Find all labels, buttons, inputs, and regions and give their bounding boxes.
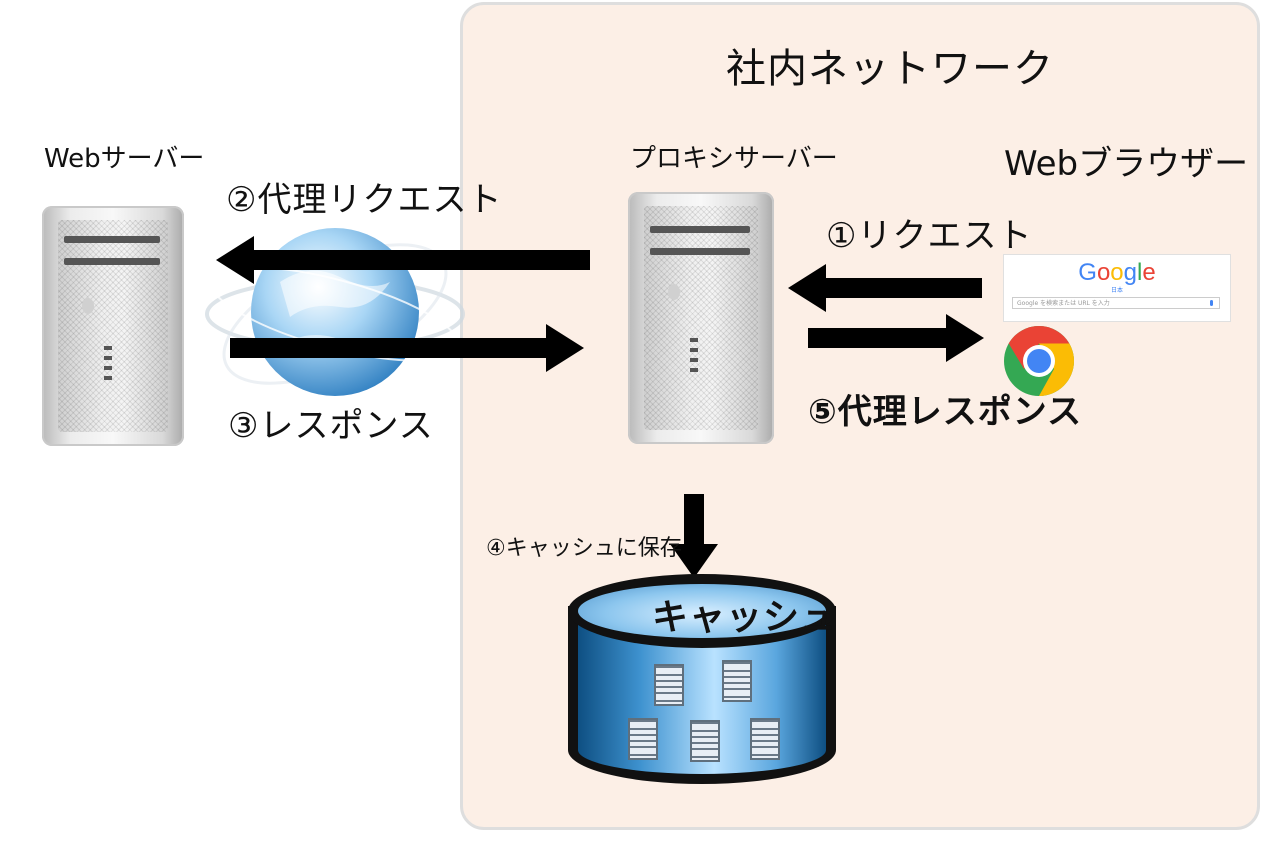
- cache-document: [628, 718, 658, 760]
- google-logo: Google: [1078, 259, 1156, 286]
- cache-document: [690, 720, 720, 762]
- step-5-label: ⑤代理レスポンス: [808, 392, 1083, 432]
- chrome-icon: [1004, 326, 1074, 396]
- step-2-label: ②代理リクエスト: [226, 180, 503, 220]
- google-search-page: Google 日本 Google を検索または URL を入力: [1003, 254, 1231, 322]
- step-4-label: ④キャッシュに保存: [486, 536, 682, 561]
- cache-document: [750, 718, 780, 760]
- cache-cylinder-top: [568, 574, 836, 648]
- web-server-label: Webサーバー: [44, 144, 205, 174]
- proxy-server-icon: [628, 192, 774, 444]
- google-sub-label: 日本: [1110, 287, 1123, 294]
- proxy-request-arrow: [216, 236, 590, 284]
- search-placeholder: Google を検索または URL を入力: [1017, 300, 1110, 307]
- step-1-label: ①リクエスト: [826, 216, 1033, 256]
- request-arrow: [788, 264, 982, 312]
- cache-document: [654, 664, 684, 706]
- zone-title: 社内ネットワーク: [726, 46, 1054, 92]
- browser-label: Webブラウザー: [1004, 144, 1249, 184]
- cache-document: [722, 660, 752, 702]
- cache-label: キャッシュ: [652, 597, 838, 638]
- google-search-input: Google を検索または URL を入力: [1012, 297, 1220, 309]
- step-3-label: ③レスポンス: [228, 406, 434, 446]
- mic-icon: [1210, 300, 1213, 306]
- proxy-response-arrow: [808, 314, 984, 362]
- proxy-server-label: プロキシサーバー: [630, 144, 838, 174]
- response-arrow: [230, 324, 584, 372]
- cache-save-arrow: [670, 494, 718, 578]
- web-server-icon: [42, 206, 184, 446]
